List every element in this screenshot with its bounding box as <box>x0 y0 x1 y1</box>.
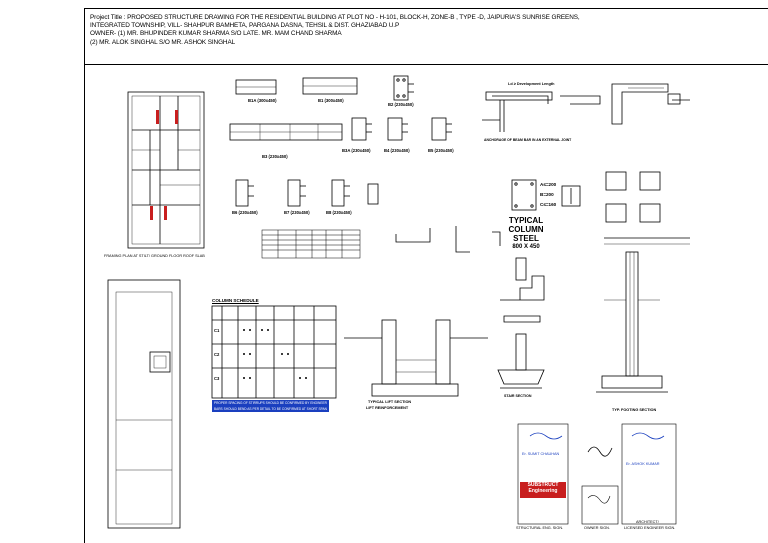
column-schedule-table <box>211 305 337 399</box>
typical-column-line-1: TYPICAL <box>508 216 544 225</box>
company-name-1: SUBSTRUCT <box>527 482 559 488</box>
typical-column-line-2: COLUMN STEEL <box>508 225 544 243</box>
drawing-sheet <box>84 8 768 543</box>
typical-column-detail <box>511 179 581 211</box>
column-stirrup-details <box>604 171 690 245</box>
beam-label-b8: B8 (230x450) <box>326 210 352 215</box>
engineer-name: Er. SUMIT CHAUHAN <box>522 452 560 456</box>
beam-row-2 <box>229 117 452 141</box>
footing-detail-small <box>497 333 545 389</box>
beam-label-b6: B6 (230x450) <box>232 210 258 215</box>
framing-plan <box>127 91 205 249</box>
typical-column-title: TYPICAL COLUMN STEEL 800 X 450 <box>498 216 554 252</box>
stair-section-caption: STAIR SECTION <box>504 394 532 398</box>
beam-row-1 <box>235 75 414 101</box>
bar-details <box>395 226 501 253</box>
footing-section-caption: TYP. FOOTING SECTION <box>612 408 657 412</box>
owner-line-1: OWNER- (1) MR. BHUPINDER KUMAR SHARMA S/… <box>90 30 342 38</box>
structural-sign-label: STRUCTURAL ENG. SIGN. <box>516 526 564 530</box>
title-divider <box>84 64 768 65</box>
bar-spacing-b: B=200 <box>540 192 554 197</box>
beam-row-3 <box>235 179 379 207</box>
beam-label-b7: B7 (230x450) <box>284 210 310 215</box>
company-name-2: Engineering <box>528 488 558 494</box>
ground-plan <box>107 279 181 529</box>
bar-schedule-table <box>261 229 361 259</box>
beam-label-b3: B3 (230x450) <box>262 154 288 159</box>
development-length-label: Ld ≥ Development Length <box>508 82 555 86</box>
project-address-line: INTEGRATED TOWNSHIP, VILL- SHAHPUR BAMHE… <box>90 22 400 30</box>
column-size: 800 X 450 <box>512 244 540 250</box>
framing-plan-caption: FRAMING PLAN AT STILT/ GROUND FLOOR ROOF… <box>104 254 205 258</box>
lift-section-caption: TYPICAL LIFT SECTION <box>368 400 412 404</box>
beam-end-details <box>560 83 690 125</box>
bar-spacing-a: A≤=200 <box>540 182 557 187</box>
bend-warning: BARS SHOULD BEND AS PER DETAIL TO BE CON… <box>212 406 329 412</box>
lift-reinforcement-caption: LIFT REINFORCEMENT <box>366 406 409 410</box>
beam-label-b4: B4 (230x450) <box>384 148 410 153</box>
bar-spacing-c: C≤=160 <box>540 202 557 207</box>
beam-label-b5: B5 (230x450) <box>428 148 454 153</box>
title-block: Project Title : PROPOSED STRUCTURE DRAWI… <box>90 14 690 47</box>
project-title-line: Project Title : PROPOSED STRUCTURE DRAWI… <box>90 14 580 21</box>
column-c2-label: C2 <box>214 352 220 357</box>
beam-label-b1a: B1A (300x450) <box>248 98 277 103</box>
signature-boxes <box>517 423 677 525</box>
anchorage-caption: ANCHORAGE OF BEAM BAR IN AN EXTERNAL JOI… <box>484 138 572 142</box>
beam-label-b3a: B3A (230x450) <box>342 148 371 153</box>
column-c3-label: C3 <box>214 376 220 381</box>
architect-sign-label: ARCHITECT/ <box>636 520 659 524</box>
footing-section <box>596 251 668 393</box>
owner-sign-label: OWNER SIGN. <box>584 526 610 530</box>
beam-label-b2: B2 (230x450) <box>388 102 414 107</box>
column-c1-label: C1 <box>214 328 220 333</box>
beam-label-b1: B1 (300x450) <box>318 98 344 103</box>
stirrup-warning: PROPER SPACING OF STIRRUPS SHOULD BE CON… <box>212 400 329 406</box>
architect-name: Er. ASHOK KUMAR <box>626 462 660 466</box>
column-schedule-title: COLUMN SCHEDULE <box>212 298 259 303</box>
company-stamp: SUBSTRUCT Engineering <box>520 482 566 498</box>
owner-line-2: (2) MR. ALOK SINGHAL S/O MR. ASHOK SINGH… <box>90 38 236 46</box>
lift-section <box>344 319 488 397</box>
anchorage-detail <box>482 91 553 132</box>
licensed-engineer-sign-label: LICENSED ENGINEER SIGN. <box>624 526 676 530</box>
stair-section <box>500 257 545 323</box>
